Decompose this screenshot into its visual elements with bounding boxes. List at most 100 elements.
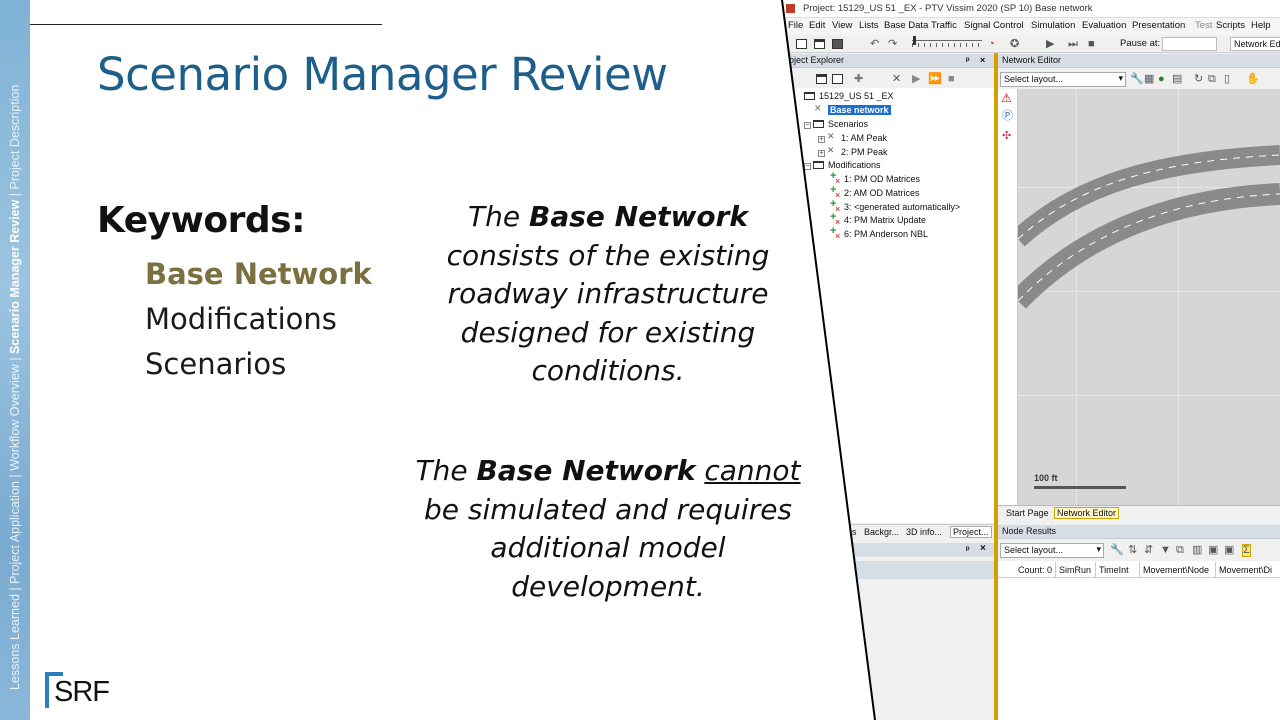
column-count[interactable]: Count: 0 — [998, 562, 1056, 578]
tree-scenario-item[interactable]: +2: PM Peak — [818, 144, 888, 159]
network-editor-tabs: Start Page Network Editor — [998, 505, 1280, 522]
pane-splitter[interactable] — [994, 53, 998, 720]
slide-section-sidebar: Lessons Learned | Project Application | … — [0, 0, 30, 720]
trash-icon[interactable]: ▯ — [1224, 73, 1231, 85]
pin-icon[interactable]: ᵖ — [966, 544, 970, 554]
modification-label: 4: PM Matrix Update — [844, 215, 927, 225]
close-icon[interactable]: × — [980, 55, 986, 65]
copy-icon[interactable]: ⧉ — [1176, 544, 1184, 556]
speed-gauge-icon[interactable]: ◔ — [988, 38, 995, 50]
new-file-icon[interactable] — [796, 39, 807, 49]
grid-line — [1076, 89, 1077, 505]
section-breadcrumb: Lessons Learned | Project Application | … — [6, 0, 24, 690]
tab-project-explorer[interactable]: Project... — [950, 526, 992, 538]
sort-asc-icon[interactable]: ⇅ — [1128, 544, 1138, 556]
rotate-icon[interactable]: ↻ — [1194, 73, 1204, 85]
tab-background[interactable]: Backgr... — [864, 527, 900, 537]
sum-icon[interactable]: Σ — [1242, 544, 1251, 557]
network-object-sidebar: ⚠ Ⓟ ✣ — [998, 89, 1018, 505]
simulation-speed-slider-thumb[interactable] — [913, 36, 916, 45]
open-folder-icon[interactable] — [814, 39, 825, 49]
tree-modification-item[interactable]: 6: PM Anderson NBL — [830, 225, 928, 243]
menu-file[interactable]: File — [788, 20, 804, 31]
menu-evaluation[interactable]: Evaluation — [1082, 20, 1127, 31]
warning-icon[interactable]: ⚠ — [1001, 91, 1012, 105]
tree-scenarios-folder[interactable]: −Scenarios — [804, 118, 868, 131]
column-movement-node[interactable]: Movement\Node — [1140, 562, 1216, 578]
run-icon[interactable]: ▶ — [912, 73, 921, 85]
network-editor-canvas[interactable]: ⚠ Ⓟ ✣ 100 ft — [998, 89, 1280, 505]
column-movement-direction[interactable]: Movement\Di — [1219, 565, 1273, 575]
database-icon[interactable]: ▥ — [1192, 544, 1203, 556]
list-icon[interactable]: ▤ — [1172, 73, 1183, 85]
node-icon[interactable]: ✣ — [1002, 130, 1012, 142]
wrench-icon[interactable]: 🔧 — [1110, 544, 1124, 556]
slide-title: Scenario Manager Review — [97, 48, 668, 101]
save-as-icon[interactable]: ▣ — [1224, 544, 1235, 556]
tree-modification-item[interactable]: 3: <generated automatically> — [830, 198, 960, 216]
pause-at-input[interactable] — [1162, 37, 1217, 51]
tab-partial[interactable]: s — [852, 527, 857, 537]
undo-icon[interactable]: ↶ — [870, 38, 880, 50]
save-icon[interactable]: ▣ — [1208, 544, 1219, 556]
tree-modification-item[interactable]: 1: PM OD Matrices — [830, 170, 920, 188]
copy-doc-icon[interactable] — [832, 74, 843, 84]
menu-view[interactable]: View — [832, 20, 853, 31]
stop-icon[interactable]: ■ — [948, 73, 955, 85]
close-icon[interactable]: × — [980, 543, 986, 554]
menu-test[interactable]: Test — [1195, 20, 1213, 31]
keyword-base-network: Base Network — [145, 257, 372, 291]
add-icon[interactable]: ✚ — [854, 73, 864, 85]
stop-icon[interactable]: ■ — [1088, 38, 1095, 50]
column-timeint[interactable]: TimeInt — [1096, 562, 1140, 578]
menu-signal-control[interactable]: Signal Control — [964, 20, 1024, 31]
vissim-app-icon — [786, 4, 795, 13]
delete-icon[interactable]: ✕ — [892, 73, 902, 85]
menu-traffic[interactable]: Traffic — [931, 20, 957, 31]
project-explorer-tabs: s Backgr... 3D info... Project... — [782, 524, 994, 541]
open-folder-icon[interactable] — [816, 74, 827, 84]
globe-icon[interactable]: ● — [1158, 73, 1165, 85]
grid-icon[interactable]: ▦ — [1144, 73, 1155, 85]
expand-icon[interactable]: + — [818, 150, 825, 157]
copy-icon[interactable]: ⧉ — [1208, 73, 1216, 85]
tree-modification-item[interactable]: 2: AM OD Matrices — [830, 184, 920, 202]
srf-logo-bracket — [45, 672, 63, 708]
redo-icon[interactable]: ↷ — [888, 38, 898, 50]
wrench-icon[interactable]: 🔧 — [1130, 73, 1144, 85]
menu-scripts[interactable]: Scripts — [1216, 20, 1246, 31]
network-editor-title-bar: Network Editor — [998, 54, 1280, 68]
results-layout-select[interactable]: Select layout... — [1000, 543, 1104, 558]
expand-icon[interactable]: + — [818, 136, 825, 143]
column-simrun[interactable]: SimRun — [1056, 562, 1096, 578]
menu-simulation[interactable]: Simulation — [1031, 20, 1076, 31]
tab-3d-info[interactable]: 3D info... — [906, 527, 943, 537]
pan-hand-icon[interactable]: ✋ — [1246, 73, 1260, 85]
tree-base-network[interactable]: Base network — [814, 102, 891, 117]
tree-modifications-folder[interactable]: −Modifications — [804, 159, 881, 172]
menu-base-data[interactable]: Base Data — [884, 20, 929, 31]
simulation-speed-slider-track[interactable] — [912, 40, 982, 41]
network-editor-combo[interactable]: Network Ed — [1230, 37, 1280, 51]
sort-desc-icon[interactable]: ⇵ — [1144, 544, 1154, 556]
menu-lists[interactable]: Lists — [859, 20, 879, 31]
tab-network-editor[interactable]: Network Editor — [1054, 507, 1120, 519]
collapse-icon[interactable]: − — [804, 122, 811, 129]
play-icon[interactable]: ▶ — [1046, 38, 1055, 50]
step-icon[interactable]: ⏭ — [1068, 38, 1078, 50]
menu-help[interactable]: Help — [1251, 20, 1271, 31]
parking-icon[interactable]: Ⓟ — [1002, 110, 1013, 122]
filter-icon[interactable]: ▼ — [1160, 544, 1171, 556]
vissim-title-bar: Project: 15129_US 51 _EX - PTV Vissim 20… — [782, 0, 1280, 18]
menu-edit[interactable]: Edit — [809, 20, 826, 31]
pin-icon[interactable]: ᵖ — [966, 55, 970, 65]
network-layout-select[interactable]: Select layout... — [1000, 72, 1126, 87]
breadcrumb-next-sections: | Project Description — [8, 84, 22, 200]
menu-presentation[interactable]: Presentation — [1132, 20, 1186, 31]
run-multiple-icon[interactable]: ⏩ — [928, 73, 942, 85]
save-icon[interactable] — [832, 39, 843, 49]
tab-start-page[interactable]: Start Page — [1006, 508, 1049, 518]
tree-modification-item[interactable]: 4: PM Matrix Update — [830, 211, 927, 229]
settings-gear-icon[interactable]: ✪ — [1010, 38, 1020, 50]
collapse-icon[interactable]: − — [804, 163, 811, 170]
